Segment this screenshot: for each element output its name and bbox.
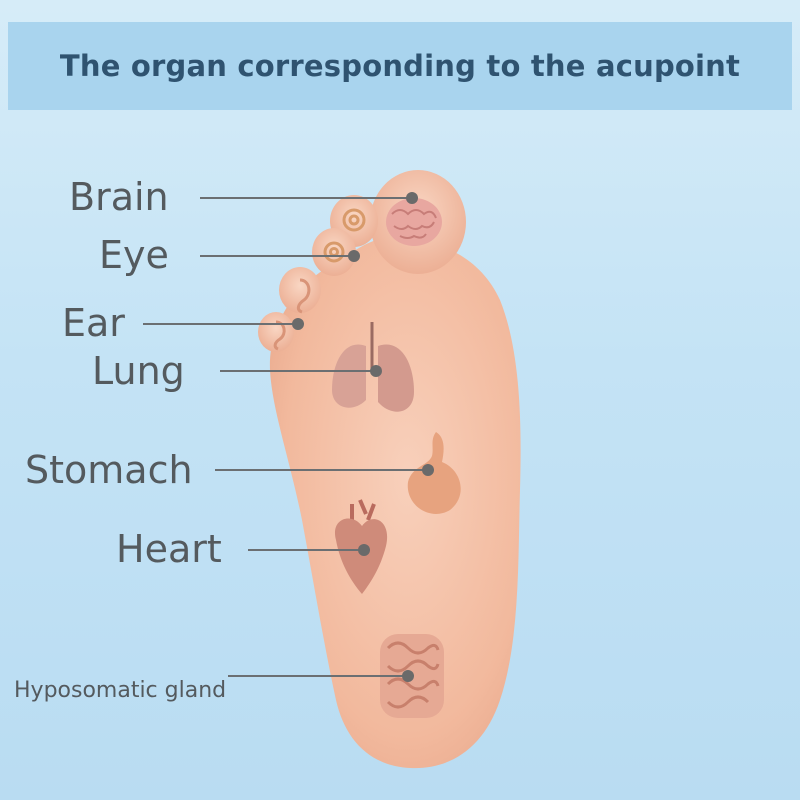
label-eye: Eye: [99, 233, 169, 277]
dot-hyposomatic-gland: [402, 670, 414, 682]
heart-icon: [334, 499, 388, 594]
fourth-toe: [279, 267, 321, 313]
dot-eye: [348, 250, 360, 262]
stomach-icon: [407, 432, 461, 514]
little-toe: [258, 312, 294, 352]
dot-stomach: [422, 464, 434, 476]
title-band: The organ corresponding to the acupoint: [8, 22, 792, 110]
label-stomach: Stomach: [25, 448, 193, 492]
dot-lung: [370, 365, 382, 377]
label-hyposomatic-gland: Hyposomatic gland: [14, 678, 227, 703]
acupoint-dots: [292, 192, 434, 682]
dot-ear: [292, 318, 304, 330]
eye-icon: [323, 208, 366, 263]
page-title: The organ corresponding to the acupoint: [59, 49, 741, 83]
label-brain: Brain: [69, 175, 169, 219]
brain-icon: [386, 198, 442, 246]
label-lung: Lung: [92, 349, 185, 393]
lung-icon: [332, 322, 414, 412]
label-ear: Ear: [62, 301, 125, 345]
leader-lines: [143, 197, 428, 677]
dot-brain: [406, 192, 418, 204]
dot-heart: [358, 544, 370, 556]
third-toe: [312, 228, 356, 276]
label-heart: Heart: [116, 527, 222, 571]
